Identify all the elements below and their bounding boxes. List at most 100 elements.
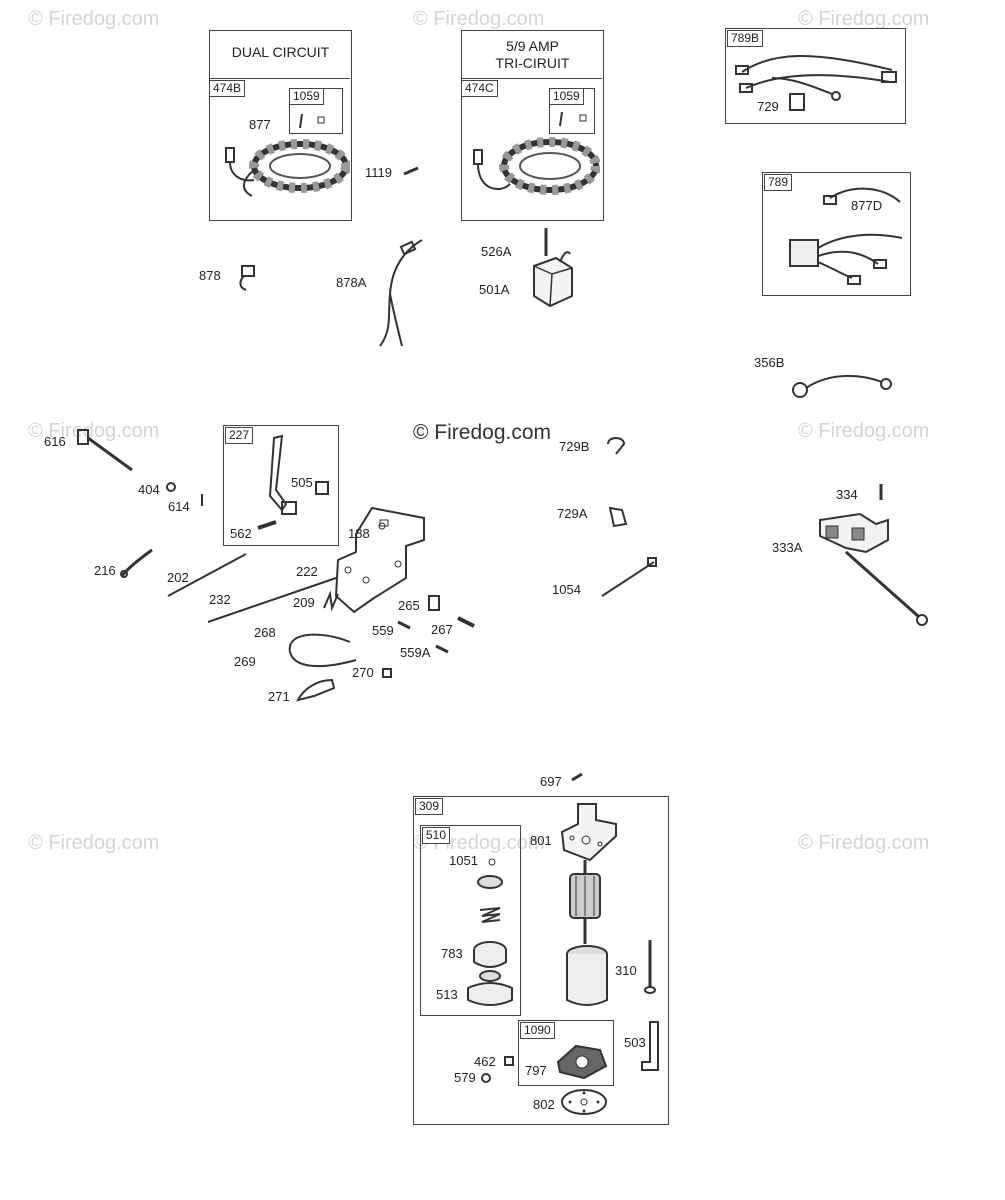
part-label-559a[interactable]: 559A [400,645,431,660]
part-label-797[interactable]: 797 [525,1063,547,1078]
group-1090 [518,1020,614,1086]
part-label-802[interactable]: 802 [533,1097,555,1112]
watermark: © Firedog.com [798,832,930,854]
cable-icon [598,556,660,600]
tag-789b[interactable]: 789B [727,30,764,47]
part-label-579[interactable]: 579 [454,1070,476,1085]
link-rod-icon [202,570,342,630]
part-label-269[interactable]: 269 [234,654,256,669]
tri-circuit-group [461,30,604,221]
part-label-188[interactable]: 188 [348,526,370,541]
stator-coil-icon [470,128,600,212]
clamp-icon [606,504,630,530]
screw-icon [456,614,476,630]
part-label-801[interactable]: 801 [530,833,552,848]
screw-icon [874,482,888,502]
part-label-216[interactable]: 216 [94,563,116,578]
part-label-404[interactable]: 404 [138,482,160,497]
part-label-729[interactable]: 729 [757,99,779,114]
part-label-209[interactable]: 209 [293,595,315,610]
throttle-lever-icon [294,674,338,704]
ground-wire-icon [790,362,898,402]
group-227 [223,425,339,546]
motor-housing-icon [562,944,612,1010]
watermark: © Firedog.com [798,420,930,442]
group-510 [420,825,521,1016]
group-789 [762,172,911,296]
tag-510[interactable]: 510 [422,827,451,844]
spring-icon [320,590,342,612]
spring-link-icon [118,544,158,584]
part-label-1051[interactable]: 1051 [449,853,478,868]
brush-holder-icon [550,1038,610,1082]
part-label-878[interactable]: 878 [199,268,221,283]
dual-circuit-divider [209,78,350,79]
tag-227[interactable]: 227 [225,427,254,444]
link-rod-icon [162,548,252,602]
tag-789[interactable]: 789 [764,174,793,191]
control-rod-icon [70,426,136,476]
part-label-356b[interactable]: 356B [754,355,785,370]
regulator-icon [526,226,578,310]
part-label-310[interactable]: 310 [615,963,637,978]
part-label-222[interactable]: 222 [296,564,318,579]
watermark: © Firedog.com [28,420,160,442]
part-label-268[interactable]: 268 [254,625,276,640]
governor-lever-icon [252,430,336,536]
part-label-697[interactable]: 697 [540,774,562,789]
part-label-271[interactable]: 271 [268,689,290,704]
part-label-1054[interactable]: 1054 [552,582,581,597]
clamp-icon [604,434,628,456]
part-label-462[interactable]: 462 [474,1054,496,1069]
dual-circuit-title: DUAL CIRCUIT [231,44,330,60]
part-label-513[interactable]: 513 [436,987,458,1002]
part-label-501a[interactable]: 501A [479,282,510,297]
part-label-614[interactable]: 614 [168,499,190,514]
part-label-729b[interactable]: 729B [559,439,590,454]
part-label-333a[interactable]: 333A [772,540,803,555]
tag-1059-b[interactable]: 1059 [549,88,584,105]
tag-474b[interactable]: 474B [209,80,246,97]
screw-icon [570,770,584,784]
part-label-202[interactable]: 202 [167,570,189,585]
part-label-783[interactable]: 783 [441,946,463,961]
clip-icon [426,594,442,612]
part-label-877d[interactable]: 877D [851,198,883,213]
screw-icon [402,164,420,178]
part-label-616[interactable]: 616 [44,434,66,449]
dual-circuit-group [209,30,352,221]
part-label-729a[interactable]: 729A [557,506,588,521]
screw-icon [434,642,450,656]
watermark: © Firedog.com [28,8,160,30]
tag-1090[interactable]: 1090 [520,1022,555,1039]
watermark: © Firedog.com [28,832,160,854]
group-309-starter [413,796,669,1125]
throttle-cable-icon [280,628,360,672]
tag-309[interactable]: 309 [415,798,444,815]
part-label-526a[interactable]: 526A [481,244,512,259]
part-label-505[interactable]: 505 [291,475,313,490]
end-cap-icon [556,800,620,864]
part-label-877[interactable]: 877 [249,117,271,132]
screw-icon [296,112,336,132]
starter-drive-icon [462,852,518,1008]
part-label-562[interactable]: 562 [230,526,252,541]
part-label-267[interactable]: 267 [431,622,453,637]
part-label-265[interactable]: 265 [398,598,420,613]
watermark-main: © Firedog.com [413,421,552,444]
part-label-878a[interactable]: 878A [336,275,367,290]
part-label-232[interactable]: 232 [209,592,231,607]
wire-harness-icon [732,42,902,118]
tag-474c[interactable]: 474C [461,80,498,97]
screw-icon [556,110,592,130]
tag-1059-a[interactable]: 1059 [289,88,324,105]
part-label-334[interactable]: 334 [836,487,858,502]
through-bolt-icon [640,936,660,996]
nut-icon [380,666,394,680]
part-label-559[interactable]: 559 [372,623,394,638]
part-label-1119[interactable]: 1119 [365,165,392,180]
part-label-503[interactable]: 503 [624,1035,646,1050]
wire-harness-icon [782,178,906,290]
pin-icon [196,492,208,508]
part-label-270[interactable]: 270 [352,665,374,680]
